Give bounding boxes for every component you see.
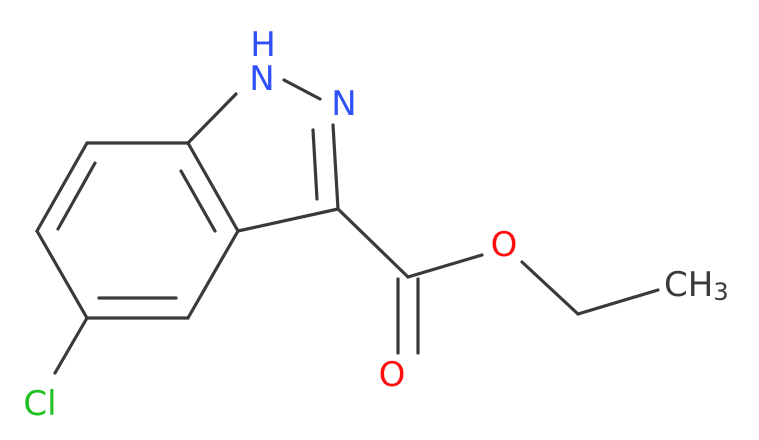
bond-c7a-n1 [186, 92, 238, 145]
label-methyl-sub: 3 [713, 278, 728, 306]
bond-c6-c5 [35, 229, 89, 320]
bond-n1-n2 [282, 78, 322, 101]
bond-c4-c3a [186, 229, 240, 320]
label-o-carbonyl: O [379, 355, 406, 395]
bond-c3-carbonyl [336, 207, 410, 279]
bond-c3-c3a [236, 207, 340, 233]
label-methyl-ch: CH [664, 265, 713, 305]
bond-c3a-c7a [186, 141, 240, 233]
bond-n2-c3 [331, 123, 340, 211]
bond-n2-c3-inner [311, 128, 319, 201]
bond-oester-ch2 [520, 260, 580, 316]
label-methyl: CH3 [664, 265, 729, 306]
pyrazole-ring [186, 78, 340, 233]
label-nh-n: N [249, 59, 274, 99]
bond-c3a-c7a-inner [179, 169, 217, 233]
bond-c7-c6 [35, 141, 89, 233]
bond-c5-cl [53, 316, 89, 375]
label-cl: Cl [23, 384, 56, 424]
bond-ch2-ch3 [576, 288, 660, 316]
benzene-ring [35, 141, 240, 320]
label-n2: N [331, 84, 356, 124]
ester-group [336, 207, 660, 355]
label-nh-h: H [250, 25, 276, 65]
bond-carbonyl-oester [406, 253, 484, 279]
label-o-ester: O [491, 225, 518, 265]
bond-c7-c6-inner [56, 161, 97, 231]
